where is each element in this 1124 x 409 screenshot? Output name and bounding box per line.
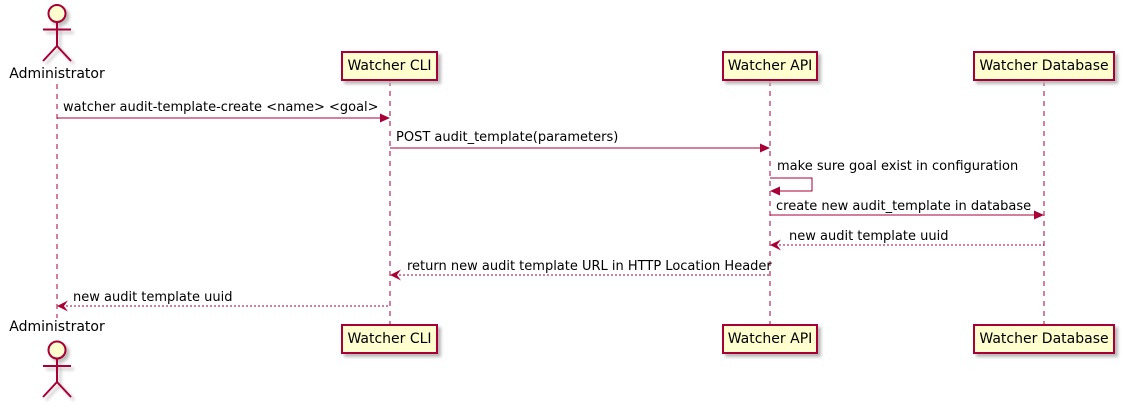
message-arrow-cli-to-admin-return <box>57 300 390 312</box>
actor-icon-top <box>42 4 72 62</box>
message-label-7: new audit template uuid <box>73 290 233 305</box>
message-label-4: create new audit_template in database <box>776 199 1032 214</box>
message-label-2: POST audit_template(parameters) <box>396 130 619 145</box>
message-label-3: make sure goal exist in configuration <box>777 159 1019 174</box>
message-arrow-db-to-api-return <box>770 239 1044 251</box>
message-arrow-api-self <box>770 177 813 196</box>
message-arrow-api-to-db <box>770 210 1044 220</box>
message-label-6: return new audit template URL in HTTP Lo… <box>407 259 772 274</box>
participant-watcher-cli-top: Watcher CLI <box>341 51 438 81</box>
message-label-5: new audit template uuid <box>789 229 949 244</box>
actor-label-top: Administrator <box>9 66 105 82</box>
participant-watcher-database-bottom: Watcher Database <box>973 324 1115 354</box>
actor-icon-bottom <box>42 340 72 398</box>
participant-watcher-api-top: Watcher API <box>722 51 818 81</box>
message-arrow-admin-to-cli <box>57 113 390 123</box>
message-arrow-api-to-cli-return <box>390 269 770 281</box>
participant-watcher-api-bottom: Watcher API <box>722 324 818 354</box>
actor-label-bottom: Administrator <box>9 319 105 335</box>
message-label-1: watcher audit-template-create <name> <go… <box>63 100 379 115</box>
participant-watcher-database-top: Watcher Database <box>973 51 1115 81</box>
message-arrow-cli-to-api <box>390 143 770 153</box>
participant-watcher-cli-bottom: Watcher CLI <box>341 324 438 354</box>
